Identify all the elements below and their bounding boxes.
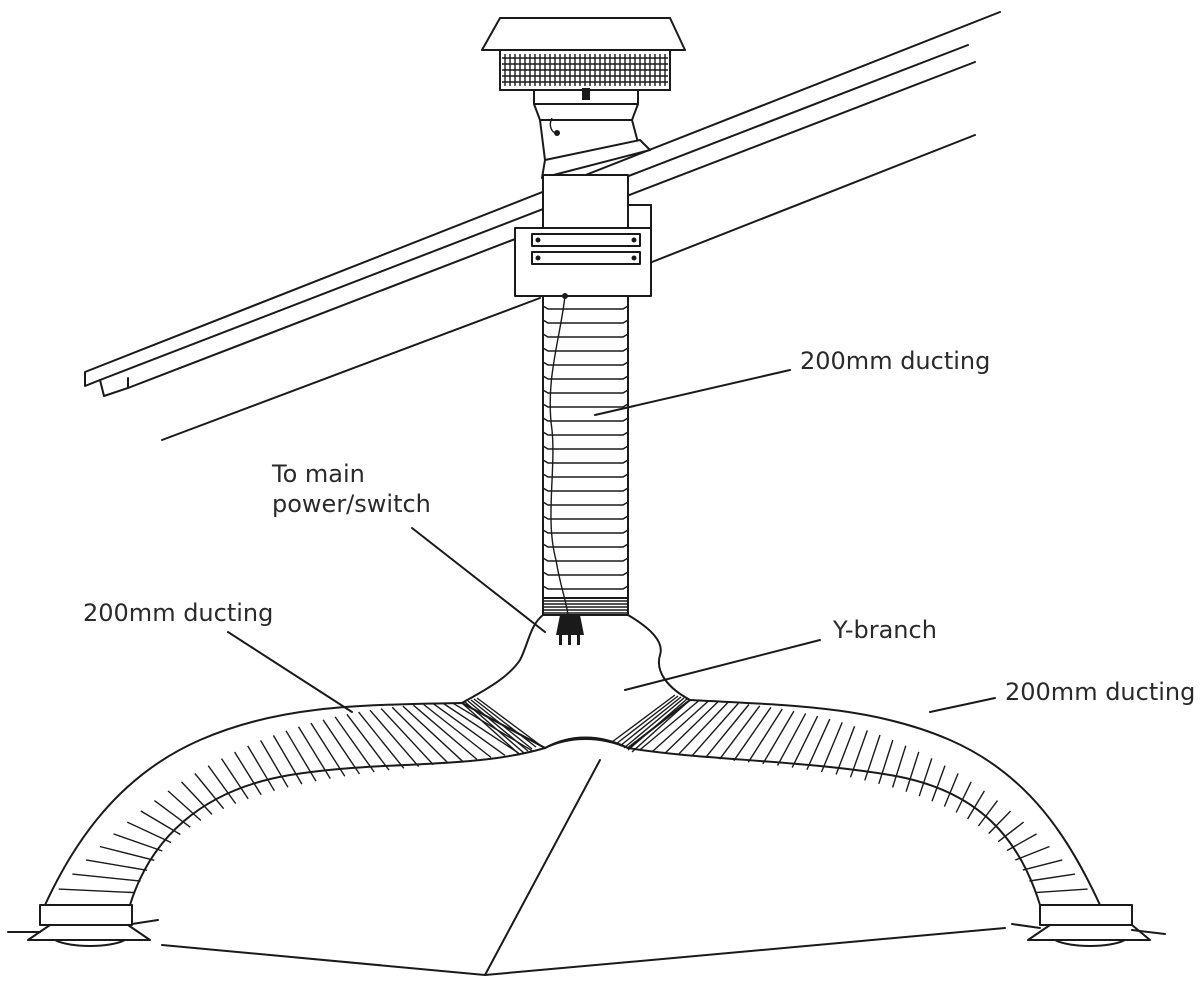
label-ducting-left: 200mm ducting [83, 599, 273, 627]
label-ducting-right: 200mm ducting [1005, 678, 1195, 706]
left-duct [7, 697, 546, 947]
power-plug [556, 615, 584, 645]
label-y-branch: Y-branch [832, 616, 937, 644]
label-ducting-top: 200mm ducting [800, 347, 990, 375]
vertical-duct [514, 174, 652, 616]
y-branch-body [461, 614, 691, 749]
label-power-line2: power/switch [272, 490, 431, 518]
label-power-line1: To main [271, 460, 365, 488]
leader-lines [161, 369, 1006, 976]
roof-cowl [481, 17, 686, 179]
right-duct [611, 694, 1166, 947]
